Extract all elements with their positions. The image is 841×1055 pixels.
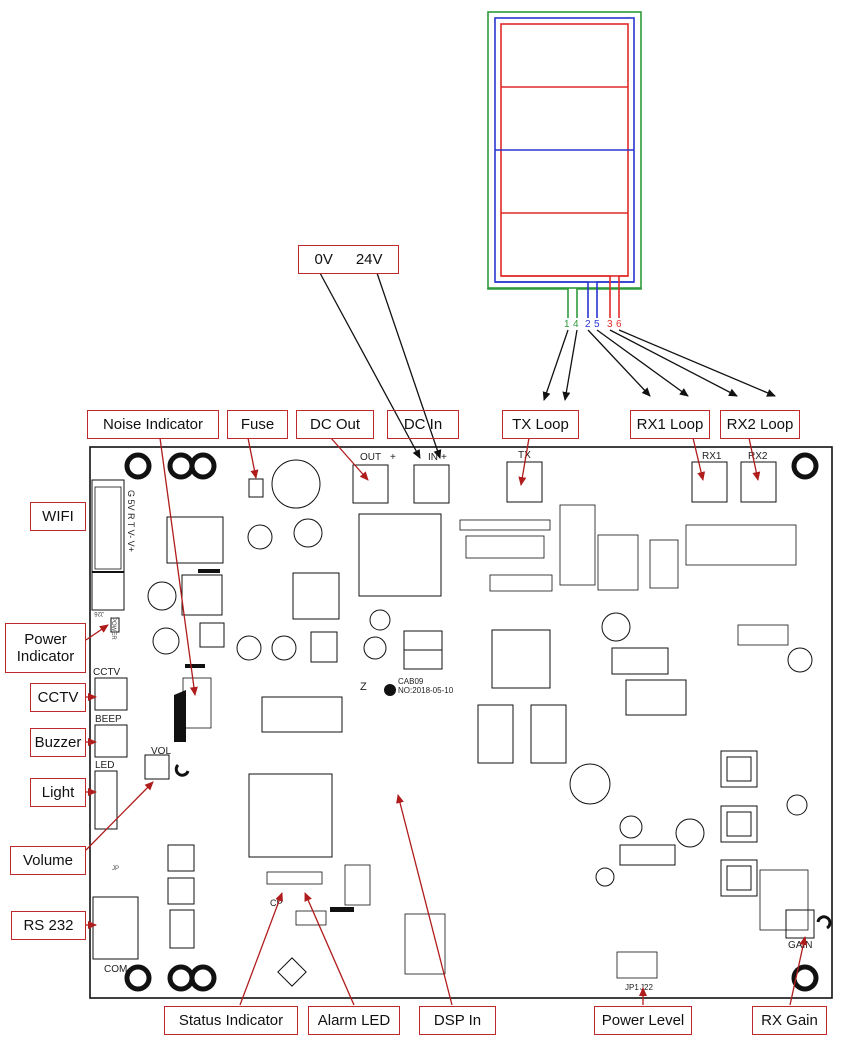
label-0v-24v: 0V 24V: [298, 245, 399, 274]
wifi-pin-labels: G 5V R T V- V+: [126, 490, 136, 552]
mcu-chip: [248, 773, 333, 858]
silk-tx: TX: [518, 450, 531, 461]
label-noise-indicator: Noise Indicator: [87, 410, 219, 439]
terminal-1: 1: [564, 319, 570, 330]
label-rx2-loop: RX2 Loop: [720, 410, 800, 439]
label-dc-out: DC Out: [296, 410, 374, 439]
terminal-3: 3: [607, 319, 613, 330]
label-buzzer: Buzzer: [30, 728, 86, 757]
silk-cp: CP: [270, 898, 283, 908]
terminal-6: 6: [616, 319, 622, 330]
label-dc-in: DC In: [387, 410, 459, 439]
tx-loop-coil: [487, 11, 642, 289]
label-0v: 0V: [314, 250, 333, 268]
arrows: [85, 272, 808, 1006]
label-24v: 24V: [355, 250, 383, 268]
silk-z: Z: [360, 681, 367, 693]
label-wifi: WIFI: [30, 502, 86, 531]
silk-board-date: NO:2018-05-10: [398, 686, 454, 695]
label-rx1-loop: RX1 Loop: [630, 410, 710, 439]
label-fuse: Fuse: [227, 410, 288, 439]
label-power-indicator-line2: Indicator: [16, 648, 75, 665]
label-rs232: RS 232: [11, 911, 86, 940]
mounting-holes: [124, 452, 819, 992]
silk-led: LED: [95, 760, 114, 771]
silk-jp1: JP1: [625, 983, 639, 992]
svg-text:+: +: [390, 452, 396, 463]
label-volume: Volume: [10, 846, 86, 875]
terminal-2: 2: [585, 319, 591, 330]
silk-in: IN: [428, 452, 438, 463]
loop-coil-diagram: 1 4 2 5 3 6: [487, 11, 642, 330]
silk-com: COM: [104, 964, 127, 975]
silk-rx1: RX1: [702, 451, 722, 462]
silk-power: POWER: [110, 617, 116, 640]
label-dsp-in: DSP In: [419, 1006, 496, 1035]
label-power-indicator-line1: Power: [24, 630, 67, 648]
label-power-indicator: Power Indicator: [5, 623, 86, 673]
silk-jp: JP: [112, 866, 119, 872]
label-cctv: CCTV: [30, 683, 86, 712]
silk-beep: BEEP: [95, 714, 122, 725]
terminal-5: 5: [594, 319, 600, 330]
label-light: Light: [30, 778, 86, 807]
terminal-4: 4: [573, 319, 579, 330]
board-outline: [89, 446, 833, 999]
silk-gain: GAIN: [788, 940, 812, 951]
silk-board-id: CAB09: [398, 677, 424, 686]
label-status-indicator: Status Indicator: [164, 1006, 298, 1035]
label-alarm-led: Alarm LED: [308, 1006, 400, 1035]
pcb-board: G 5V R T V- V+ J26 POWER CCTV BEEP LED C…: [89, 446, 833, 999]
silk-cctv: CCTV: [93, 667, 121, 678]
label-rx-gain: RX Gain: [752, 1006, 827, 1035]
label-tx-loop: TX Loop: [502, 410, 579, 439]
svg-text:J26: J26: [94, 610, 104, 616]
silk-rx2: RX2: [748, 451, 768, 462]
silk-out: OUT: [360, 452, 381, 463]
silk-j22: J22: [640, 983, 653, 992]
silk-vol: VOL: [151, 746, 171, 757]
label-power-level: Power Level: [594, 1006, 692, 1035]
svg-text:+: +: [441, 452, 447, 463]
